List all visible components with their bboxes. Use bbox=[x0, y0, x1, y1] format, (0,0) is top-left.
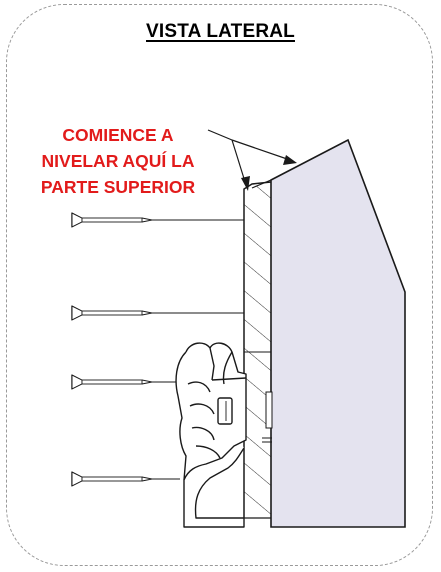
dashed-frame bbox=[6, 4, 433, 566]
panel-body bbox=[270, 138, 406, 528]
leader-arrows bbox=[207, 129, 297, 191]
screw-1 bbox=[71, 212, 244, 228]
view-title-text: VISTA LATERAL bbox=[146, 21, 295, 42]
instruction-note: COMIENCE A NIVELAR AQUÍ LA PARTE SUPERIO… bbox=[10, 122, 226, 200]
hand-drawing bbox=[175, 342, 247, 528]
view-title: VISTA LATERAL bbox=[0, 21, 441, 43]
note-line-2: NIVELAR AQUÍ LA bbox=[41, 151, 195, 171]
screw-4 bbox=[71, 471, 180, 487]
wall-cleat bbox=[243, 181, 273, 519]
note-line-3: PARTE SUPERIOR bbox=[40, 177, 196, 197]
screw-3 bbox=[71, 374, 180, 390]
note-line-1: COMIENCE A bbox=[62, 125, 174, 145]
screw-2 bbox=[71, 305, 244, 321]
